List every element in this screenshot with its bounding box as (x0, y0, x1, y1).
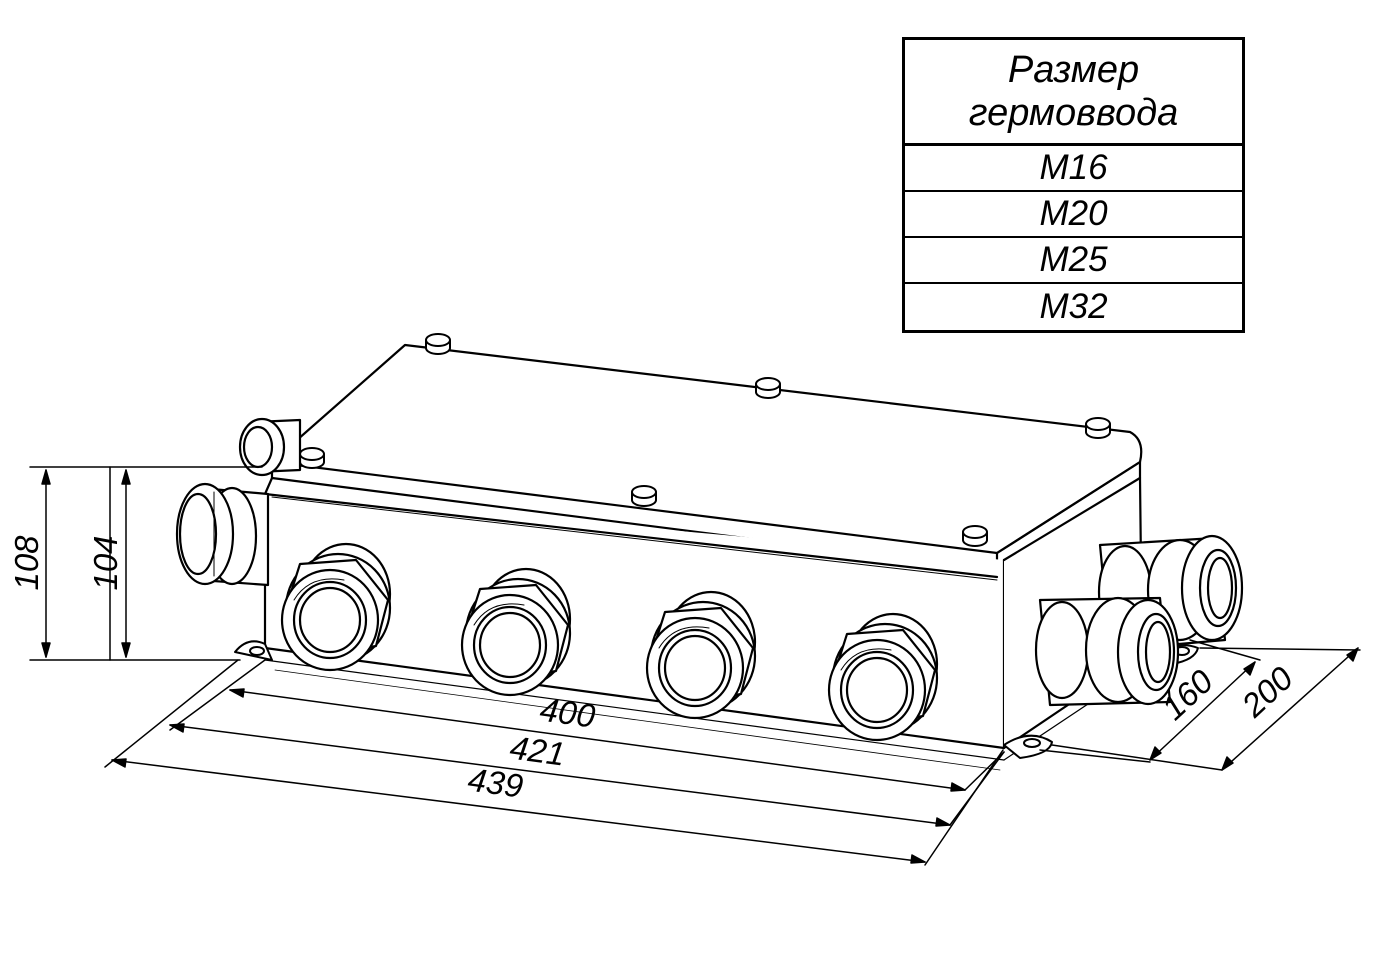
front-cable-glands (280, 542, 939, 742)
cable-gland-right-2 (1034, 596, 1180, 707)
table-header: Размер гермоввода (905, 40, 1242, 146)
gland-size-table: Размер гермоввода M16 M20 M25 M32 (902, 37, 1245, 333)
dimension-lines (29, 466, 1361, 866)
dim-label-439: 439 (466, 761, 525, 805)
lid-screws (299, 333, 1111, 547)
table-row-m25: M25 (905, 238, 1242, 284)
dim-label-421: 421 (508, 729, 567, 773)
table-row-m20: M20 (905, 192, 1242, 238)
table-row-m32: M32 (1039, 287, 1108, 326)
cable-gland-front-4 (827, 612, 939, 742)
screw-4 (299, 447, 325, 469)
dim-label-400: 400 (538, 691, 598, 735)
dim-label-104: 104 (87, 535, 124, 590)
screw-2 (755, 377, 781, 399)
dim-label-108: 108 (8, 535, 45, 591)
table-header-line1: Размер (1007, 48, 1140, 91)
screw-3 (1085, 417, 1111, 439)
cable-gland-front-1 (280, 542, 392, 672)
screw-1 (425, 333, 451, 355)
right-cable-glands (1034, 534, 1244, 707)
cable-gland-front-2 (460, 567, 572, 697)
screw-6 (962, 525, 988, 547)
screw-5 (631, 485, 657, 507)
cable-gland-front-3 (645, 590, 757, 720)
table-header-line2: гермоввода (968, 91, 1179, 134)
left-cable-glands (175, 417, 302, 587)
cable-gland-left-2 (175, 482, 270, 587)
table-row-m16: M16 (905, 146, 1242, 192)
